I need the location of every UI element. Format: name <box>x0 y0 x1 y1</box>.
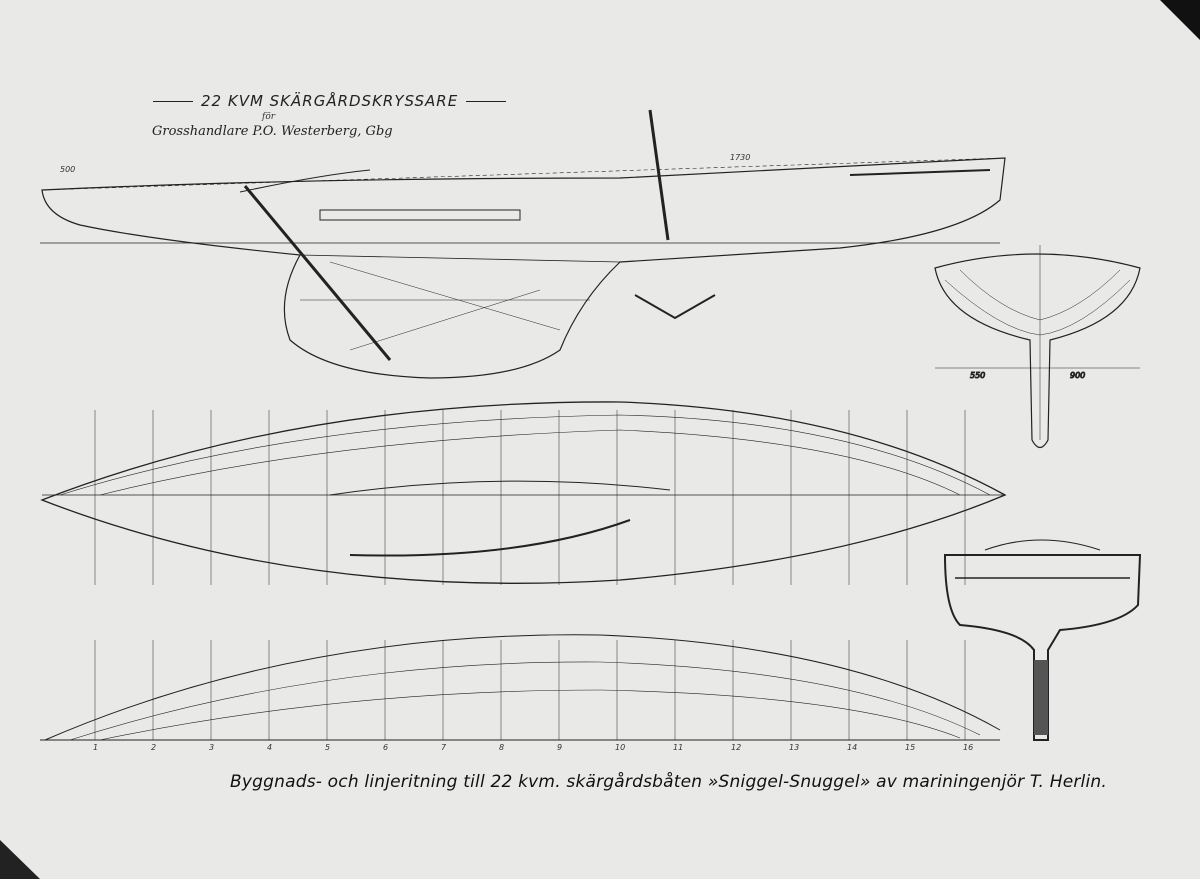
caption: Byggnads- och linjeritning till 22 kvm. … <box>230 772 1107 792</box>
station-label: 12 <box>731 743 741 752</box>
station-label: 11 <box>673 743 683 752</box>
dim-overhang: 1730 <box>730 153 750 162</box>
dim-bow: 500 <box>60 165 75 174</box>
sheer-lines-view <box>40 634 1001 741</box>
half-breadth-plan <box>40 401 1007 585</box>
station-label: 14 <box>847 743 857 752</box>
station-label: 6 <box>383 743 388 752</box>
station-label: 16 <box>963 743 973 752</box>
station-label: 4 <box>267 743 272 752</box>
station-label: 10 <box>615 743 625 752</box>
station-label: 15 <box>905 743 915 752</box>
station-label: 1 <box>93 743 98 752</box>
for-label: för <box>262 112 276 122</box>
station-label: 8 <box>499 743 504 752</box>
owner-label: Grosshandlare P.O. Westerberg, Gbg <box>152 124 393 139</box>
body-plan: 550 900 <box>934 245 1141 449</box>
station-label: 7 <box>441 743 447 752</box>
station-label: 2 <box>151 743 156 752</box>
drawing-title: 22 KVM SKÄRGÅRDSKRYSSARE <box>145 92 514 110</box>
dim-beam-right: 900 <box>1070 371 1085 380</box>
station-label: 3 <box>209 743 214 752</box>
photo-corner-bottom-left <box>0 840 40 879</box>
profile-view <box>40 109 1006 379</box>
station-label: 9 <box>557 743 562 752</box>
dim-beam-left: 550 <box>970 371 985 380</box>
midship-section <box>943 539 1142 741</box>
photo-corner-top-right <box>1160 0 1200 40</box>
station-label: 5 <box>325 743 330 752</box>
station-label: 13 <box>789 743 799 752</box>
